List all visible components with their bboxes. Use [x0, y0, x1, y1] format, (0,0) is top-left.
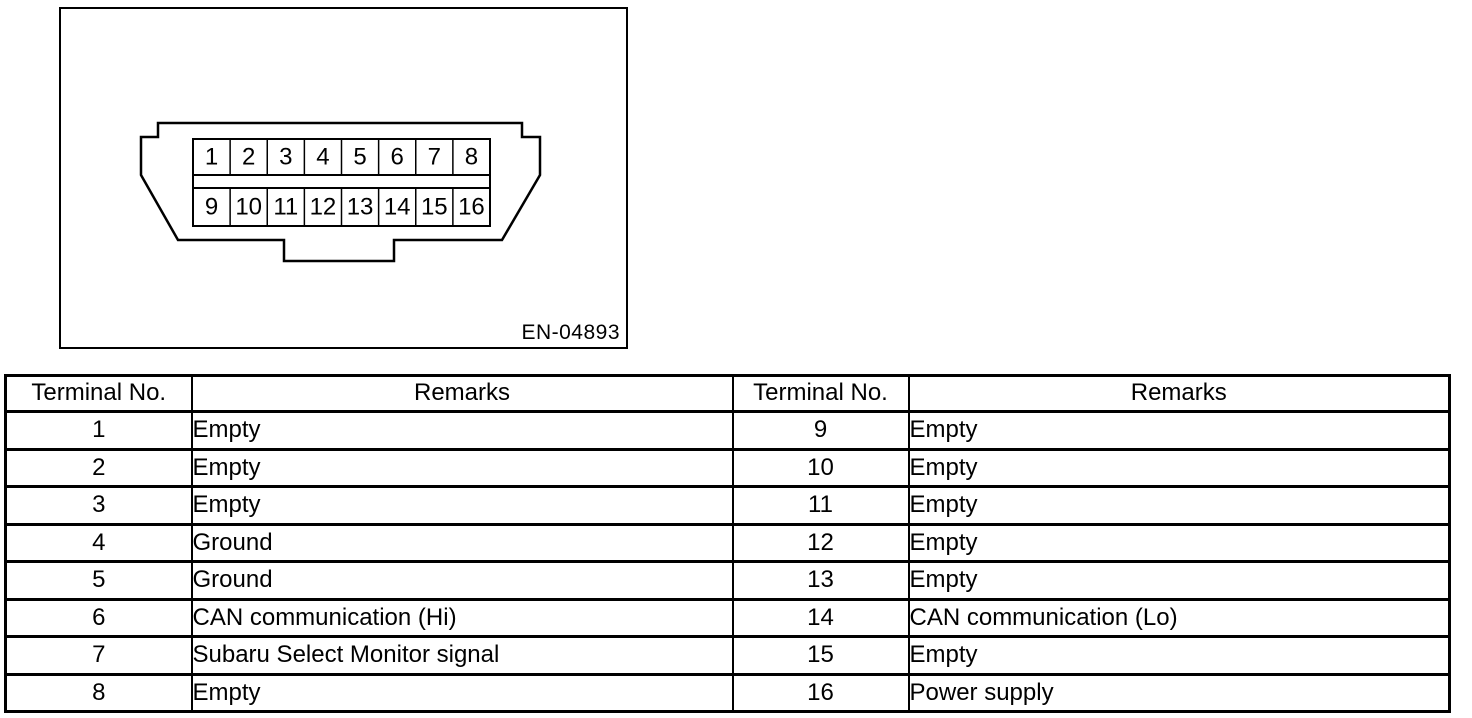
pin-number: 15 — [421, 194, 448, 221]
remarks-cell: Empty — [190, 447, 734, 488]
terminal-cell: 8 — [4, 672, 193, 713]
pin-number: 6 — [391, 144, 404, 171]
terminal-cell: 11 — [731, 485, 910, 526]
remarks-cell: Ground — [190, 560, 734, 601]
remarks-cell: Power supply — [907, 672, 1451, 713]
remarks-cell: Empty — [190, 485, 734, 526]
remarks-cell: Empty — [907, 447, 1451, 488]
pin-number: 1 — [205, 144, 218, 171]
terminal-cell: 16 — [731, 672, 910, 713]
remarks-cell: Empty — [907, 560, 1451, 601]
pin-number: 11 — [273, 194, 298, 221]
terminal-cell: 12 — [731, 522, 910, 563]
pin-number: 13 — [347, 194, 374, 221]
terminal-cell: 6 — [4, 597, 193, 638]
figure-code: EN-04893 — [521, 321, 620, 344]
remarks-cell: Empty — [907, 485, 1451, 526]
header-remarks: Remarks — [907, 374, 1451, 413]
terminal-cell: 9 — [731, 410, 910, 451]
pin-number: 9 — [205, 194, 218, 221]
pin-number: 14 — [384, 194, 411, 221]
connector-outline — [139, 121, 542, 263]
terminal-cell: 14 — [731, 597, 910, 638]
pin-number: 12 — [310, 194, 337, 221]
terminal-cell: 2 — [4, 447, 193, 488]
pin-number: 3 — [279, 144, 292, 171]
obd-connector-diagram: 1 92 10 3 11 4 12 5 13 6 14 7 15 8 16 — [139, 121, 542, 263]
remarks-cell: Ground — [190, 522, 734, 563]
pin-number: 4 — [316, 144, 329, 171]
remarks-cell: Empty — [190, 410, 734, 451]
terminal-cell: 5 — [4, 560, 193, 601]
remarks-cell: CAN communication (Lo) — [907, 597, 1451, 638]
pin-grid: 1 92 10 3 11 4 12 5 13 6 14 7 15 8 16 — [192, 138, 491, 227]
header-terminal-no: Terminal No. — [4, 374, 193, 413]
terminal-cell: 10 — [731, 447, 910, 488]
terminal-cell: 3 — [4, 485, 193, 526]
pin-number: 16 — [458, 194, 485, 221]
pin-number: 8 — [465, 144, 478, 171]
remarks-cell: Empty — [907, 635, 1451, 676]
terminal-cell: 13 — [731, 560, 910, 601]
terminal-cell: 7 — [4, 635, 193, 676]
remarks-cell: Empty — [907, 410, 1451, 451]
pin-number: 10 — [235, 194, 262, 221]
pin-number: 7 — [428, 144, 441, 171]
pin-number: 5 — [353, 144, 366, 171]
terminal-cell: 4 — [4, 522, 193, 563]
header-terminal-no: Terminal No. — [731, 374, 910, 413]
remarks-cell: Subaru Select Monitor signal — [190, 635, 734, 676]
terminal-cell: 15 — [731, 635, 910, 676]
remarks-cell: Empty — [907, 522, 1451, 563]
pin-number: 2 — [242, 144, 255, 171]
remarks-cell: Empty — [190, 672, 734, 713]
remarks-cell: CAN communication (Hi) — [190, 597, 734, 638]
header-remarks: Remarks — [190, 374, 734, 413]
terminal-cell: 1 — [4, 410, 193, 451]
